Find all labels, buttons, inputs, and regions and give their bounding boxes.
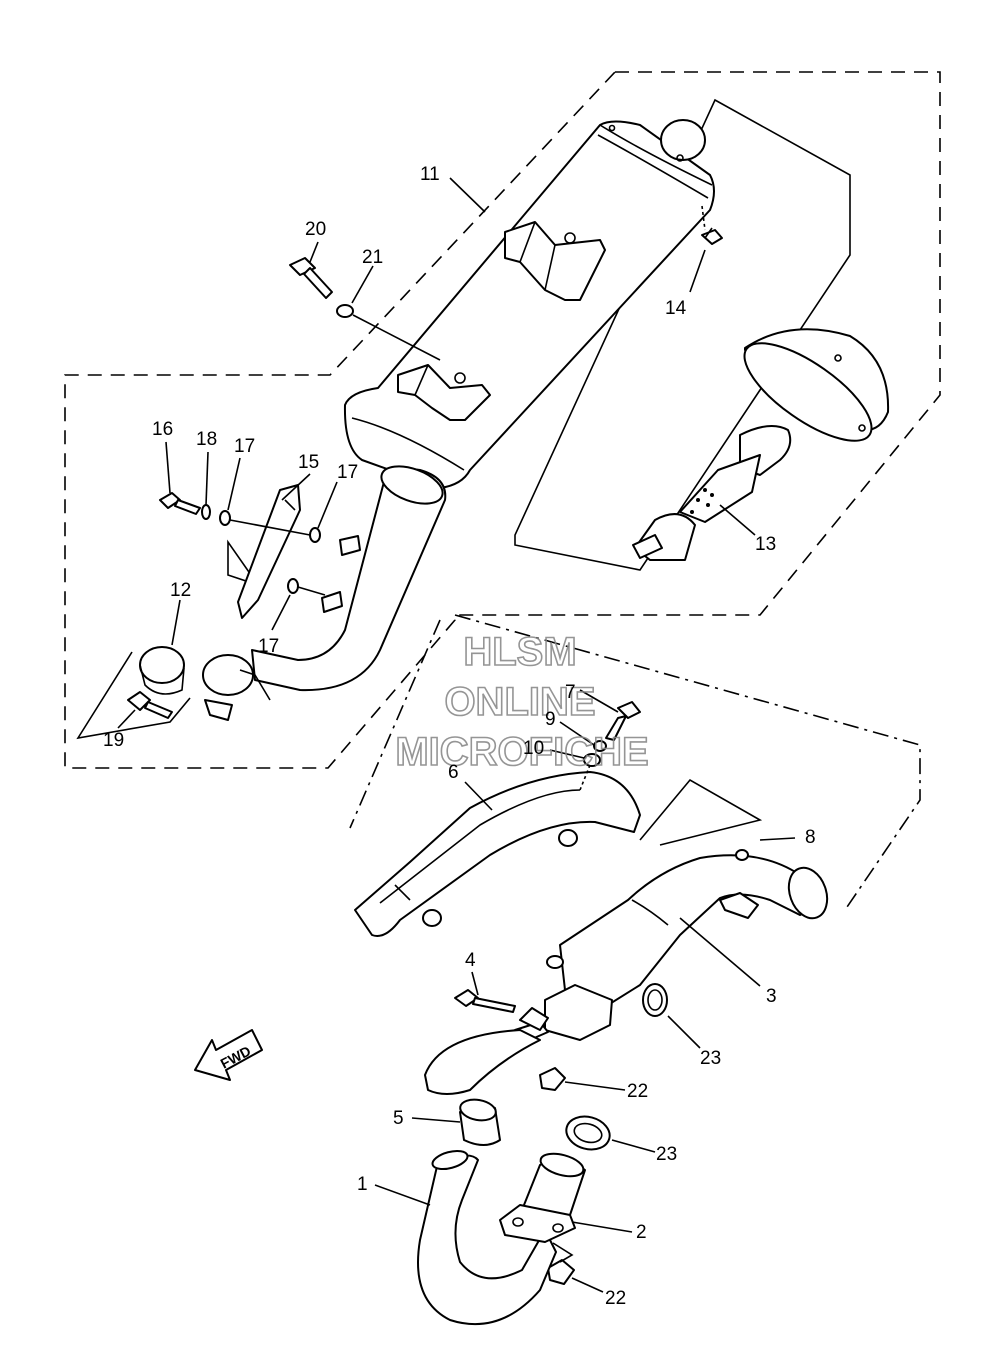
- exhaust-pipe-1: [417, 1149, 586, 1326]
- stay-bracket: [227, 539, 261, 587]
- callout-21: 21: [362, 247, 383, 268]
- silencer-insert-bracket: [514, 98, 851, 571]
- callout-labels: 1 2 3 4 5 6 7 8 9 10 11 12 13 14 15 16 1…: [103, 164, 816, 1309]
- callout-5: 5: [393, 1108, 404, 1129]
- washer-9: [593, 740, 607, 752]
- exhaust-pipe-lower-section: [424, 1029, 541, 1095]
- silencer-insert: [632, 425, 792, 561]
- muffler-assembly: [251, 119, 715, 692]
- bolt-20: [289, 257, 333, 299]
- callout-4: 4: [465, 950, 476, 971]
- watermark-line-3: MICROFICHE: [395, 730, 648, 774]
- forward-arrow-icon: FWD: [194, 1029, 263, 1081]
- callout-6: 6: [448, 762, 459, 783]
- screw-14: [701, 205, 723, 245]
- callout-3: 3: [766, 986, 777, 1007]
- leader-lines: [117, 177, 796, 1293]
- callout-22-upper: 22: [627, 1081, 648, 1102]
- callout-20: 20: [305, 219, 326, 240]
- watermark-line-1: HLSM: [463, 630, 576, 674]
- callout-18: 18: [196, 429, 217, 450]
- exhaust-protector: [354, 771, 641, 937]
- callout-15: 15: [298, 452, 319, 473]
- gasket-23-upper: [642, 983, 668, 1017]
- pipe-group-outline: [349, 614, 921, 911]
- bolt-16: [159, 492, 201, 515]
- bolt-7: [605, 701, 641, 741]
- callout-16: 16: [152, 419, 173, 440]
- callout-2: 2: [636, 1222, 647, 1243]
- callout-9: 9: [545, 709, 556, 730]
- gasket-12: [139, 646, 185, 695]
- muffler-group-outline: [64, 71, 941, 769]
- end-cap: [743, 328, 890, 442]
- damper-10: [579, 753, 601, 791]
- callout-7: 7: [565, 682, 576, 703]
- callout-10: 10: [523, 738, 544, 759]
- muffler-clamp: [202, 654, 271, 721]
- watermark-line-2: ONLINE: [444, 680, 595, 724]
- callout-23-upper: 23: [700, 1048, 721, 1069]
- callout-22-lower: 22: [605, 1288, 626, 1309]
- gasket-23-lower: [565, 1115, 611, 1151]
- callout-12: 12: [170, 580, 191, 601]
- exhaust-pipe-3: [544, 849, 829, 1041]
- callout-11: 11: [420, 164, 440, 185]
- callout-17-upper-right: 17: [337, 462, 358, 483]
- callout-13: 13: [755, 534, 776, 555]
- washer-21: [336, 304, 441, 361]
- watermark: HLSM ONLINE MICROFICHE: [395, 629, 650, 775]
- bolt-4: [454, 989, 516, 1013]
- callout-19: 19: [103, 730, 124, 751]
- callout-17-lower: 17: [258, 636, 279, 657]
- exhaust-joint-5: [459, 1098, 501, 1146]
- muffler-stay: [237, 484, 301, 619]
- nut-22-upper: [539, 1067, 566, 1091]
- damper-17: [219, 510, 361, 613]
- washer-18: [201, 504, 211, 520]
- callout-14: 14: [665, 298, 687, 319]
- clamp-bracket: [76, 651, 191, 740]
- protector-bracket: [639, 778, 763, 846]
- callout-23-lower: 23: [656, 1144, 677, 1165]
- callout-8: 8: [805, 827, 816, 848]
- callout-17-upper-left: 17: [234, 436, 255, 457]
- bolt-19: [127, 691, 173, 719]
- callout-1: 1: [357, 1174, 368, 1195]
